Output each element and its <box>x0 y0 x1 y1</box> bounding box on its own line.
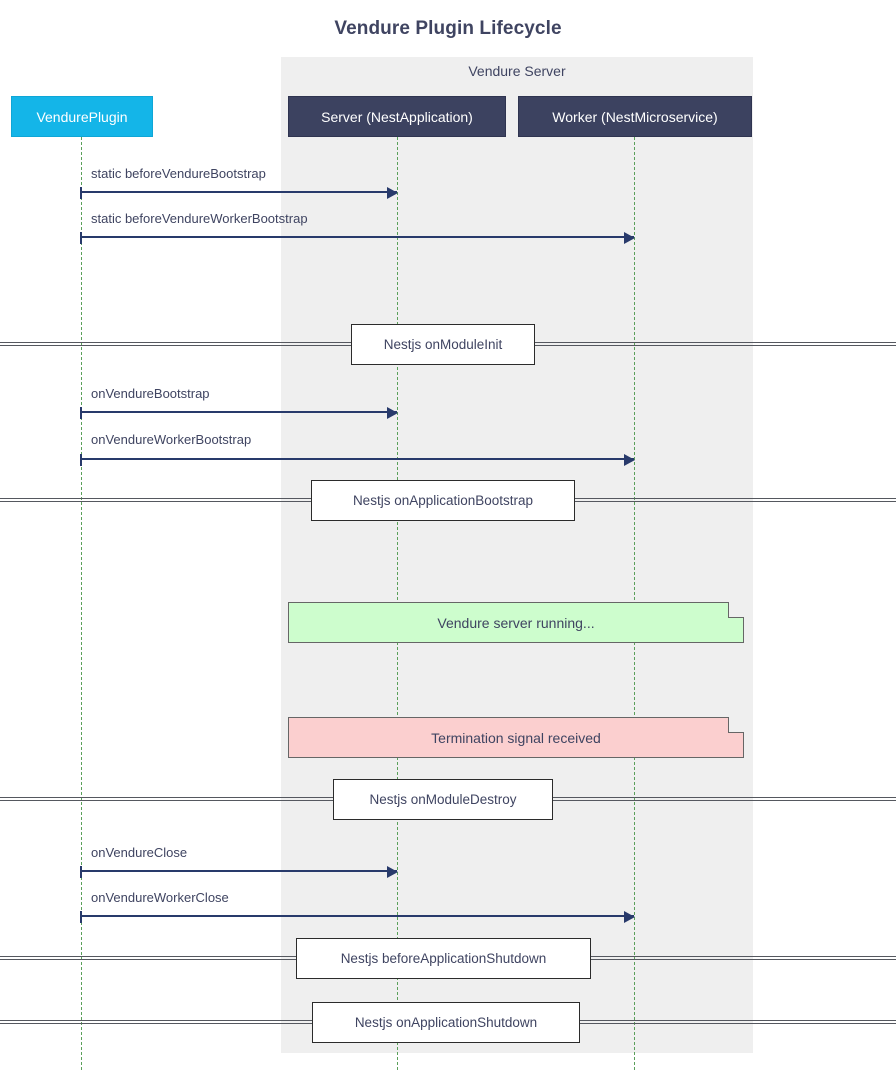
message-arrow-0 <box>80 187 398 199</box>
message-arrow-3 <box>80 454 635 466</box>
note-termination-signal-received: Termination signal received <box>288 717 744 758</box>
message-arrow-5 <box>80 911 635 923</box>
message-label-3: onVendureWorkerBootstrap <box>91 432 252 447</box>
arrow-head <box>624 454 635 466</box>
lifeline-vendureplugin <box>81 137 82 1070</box>
arrow-head <box>387 187 398 199</box>
note-vendure-server-running: Vendure server running... <box>288 602 744 643</box>
divider-label-nestjs-beforeapplicationshutdown: Nestjs beforeApplicationShutdown <box>296 938 591 979</box>
arrow-head <box>624 911 635 923</box>
divider-label-nestjs-onapplicationbootstrap: Nestjs onApplicationBootstrap <box>311 480 575 521</box>
group-label: Vendure Server <box>468 63 566 79</box>
message-arrow-1 <box>80 232 635 244</box>
group-vendure-server <box>281 57 753 1053</box>
message-label-2: onVendureBootstrap <box>91 386 210 401</box>
divider-label-nestjs-onapplicationshutdown: Nestjs onApplicationShutdown <box>312 1002 580 1043</box>
arrow-tail <box>80 454 82 466</box>
participant-worker[interactable]: Worker (NestMicroservice) <box>518 96 752 137</box>
arrow-tail <box>80 866 82 878</box>
arrow-tail <box>80 407 82 419</box>
message-label-4: onVendureClose <box>91 845 188 860</box>
participant-vendureplugin[interactable]: VendurePlugin <box>11 96 153 137</box>
arrow-head <box>624 232 635 244</box>
note-fold-corner <box>728 717 744 733</box>
divider-label-nestjs-onmoduledestroy: Nestjs onModuleDestroy <box>333 779 553 820</box>
message-label-1: static beforeVendureWorkerBootstrap <box>91 211 308 226</box>
arrow-head <box>387 407 398 419</box>
note-text: Vendure server running... <box>437 614 595 631</box>
message-label-5: onVendureWorkerClose <box>91 890 229 905</box>
message-label-0: static beforeVendureBootstrap <box>91 166 266 181</box>
arrow-head <box>387 866 398 878</box>
message-arrow-2 <box>80 407 398 419</box>
divider-label-nestjs-onmoduleinit: Nestjs onModuleInit <box>351 324 535 365</box>
message-arrow-4 <box>80 866 398 878</box>
arrow-tail <box>80 911 82 923</box>
participant-server[interactable]: Server (NestApplication) <box>288 96 506 137</box>
note-fold-corner <box>728 602 744 618</box>
arrow-tail <box>80 232 82 244</box>
arrow-tail <box>80 187 82 199</box>
page-title: Vendure Plugin Lifecycle <box>334 18 562 39</box>
note-text: Termination signal received <box>431 729 601 746</box>
